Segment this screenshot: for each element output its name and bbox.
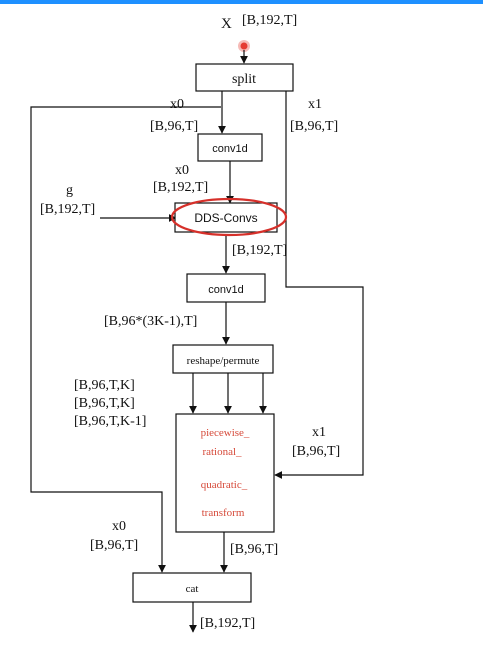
dds-highlight-ellipse xyxy=(170,197,288,237)
conv2-label: conv1d xyxy=(208,284,243,296)
split-box xyxy=(195,63,294,92)
cat-box xyxy=(132,572,252,603)
transform-label-line-2: rational_ xyxy=(202,446,242,458)
transform-label-line-4: transform xyxy=(202,507,245,519)
reshape-label: reshape/permute xyxy=(187,355,260,367)
x0-left-shape: [B,96,T] xyxy=(90,538,138,553)
dds-out-shape: [B,192,T] xyxy=(232,243,287,258)
g-shape: [B,192,T] xyxy=(40,202,95,217)
g-name: g xyxy=(66,183,73,198)
conv2-out-shape: [B,96*(3K-1),T] xyxy=(104,314,197,329)
x0-left-name: x0 xyxy=(112,519,126,534)
transform-label-line-3: quadratic_ xyxy=(201,479,248,491)
reshape-out-shape-2: [B,96,T,K] xyxy=(74,396,135,411)
x0-bypass-line xyxy=(30,106,221,573)
x1-top-shape: [B,96,T] xyxy=(290,119,338,134)
input-shape: [B,192,T] xyxy=(242,13,297,28)
input-red-dot-core xyxy=(240,42,248,50)
transform-label-line-1: piecewise_ xyxy=(201,427,250,439)
conv1-box xyxy=(197,133,263,162)
reshape-out-shape-1: [B,96,T,K] xyxy=(74,378,135,393)
dds-box xyxy=(174,202,278,233)
x1-right-shape: [B,96,T] xyxy=(292,444,340,459)
conv1-label: conv1d xyxy=(212,143,247,155)
x0-mid-shape: [B,192,T] xyxy=(153,180,208,195)
reshape-box xyxy=(172,344,274,374)
top-accent-bar xyxy=(0,0,483,4)
x1-top-name: x1 xyxy=(308,97,322,112)
output-shape: [B,192,T] xyxy=(200,616,255,631)
x1-right-name: x1 xyxy=(312,425,326,440)
input-name: X xyxy=(221,16,232,32)
dds-label: DDS-Convs xyxy=(194,211,257,225)
x0-mid-name: x0 xyxy=(175,163,189,178)
x0-top-name: x0 xyxy=(170,97,184,112)
split-label: split xyxy=(232,72,256,87)
reshape-out-shape-3: [B,96,T,K-1] xyxy=(74,414,146,429)
transform-box xyxy=(175,413,275,533)
x1-path-line xyxy=(274,91,364,479)
x0-top-shape: [B,96,T] xyxy=(150,119,198,134)
cat-label: cat xyxy=(186,583,199,595)
transform-out-shape: [B,96,T] xyxy=(230,542,278,557)
